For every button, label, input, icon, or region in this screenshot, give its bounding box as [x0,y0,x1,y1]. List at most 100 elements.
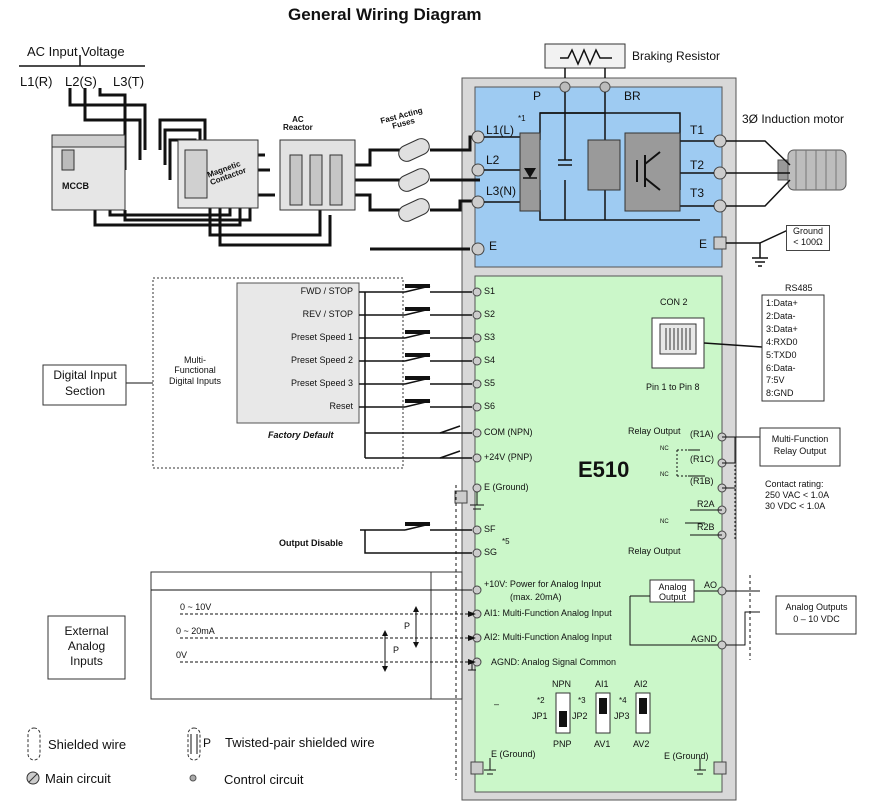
di-function-6: Reset [329,401,353,411]
braking-resistor-box [544,43,626,69]
v24-terminal-label: +24V (PNP) [484,452,533,462]
rs485-title: RS485 [785,283,813,293]
ao-terminal-label: AO [704,580,718,590]
range-0v: 0V [176,650,188,660]
reactor-label: AC Reactor [283,115,313,132]
r2b-label: R2B [697,522,715,532]
jumper-npn-label: NPN [552,679,572,689]
factory-default-label: Factory Default [268,430,334,440]
nc-label-2: NC [660,472,669,478]
inverter [624,132,681,212]
relay-output-top-label: Relay Output [628,426,681,436]
analog-outline [150,571,463,700]
ground-box: Ground < 100Ω [786,225,830,251]
r2a-label: R2A [697,499,715,509]
l3n-terminal-label: L3(N) [486,184,517,198]
jumper-av1-label: AV1 [594,739,611,749]
r1c-label: (R1C) [690,454,714,464]
l1l-terminal-label: L1(L) [486,123,515,137]
external-analog-box [47,615,126,680]
jp3-label: JP3 [614,711,630,721]
r1b-label: (R1B) [690,476,714,486]
t1-terminal-label: T1 [690,123,705,137]
jp2-label: JP2 [572,711,588,721]
br-terminal-label: BR [624,89,641,103]
rs485-pin-3: 3:Data+ [766,324,798,334]
digital-input-section-box [42,364,127,406]
e-ground-label: E (Ground) [484,482,529,492]
external-analog-label: External Analog Inputs [64,624,109,668]
range-0-10v: 0 ~ 10V [180,602,212,612]
rs485-pin-8: 8:GND [766,388,794,398]
control-terminals [472,287,727,667]
r1a-label: (R1A) [690,429,714,439]
braking-resistor-label: Braking Resistor [632,49,721,63]
legend-shielded-label: Shielded wire [48,737,127,752]
note1-label: *1 [518,114,526,123]
jp1-label: JP1 [532,711,548,721]
nc-label-1: NC [660,446,669,452]
digital-input-dashed [152,277,404,469]
analog-outputs-label: Analog Outputs 0 – 10 VDC [785,602,848,624]
ai1-label: AI1: Multi-Function Analog Input [484,608,612,618]
motor-body [777,149,847,191]
rs485-pin-6: 6:Data- [766,363,796,373]
output-disable-label: Output Disable [279,538,344,548]
di-terminal-s2: S2 [484,309,496,319]
range-0-20ma: 0 ~ 20mA [176,626,215,636]
bottom-e-ground-left: E (Ground) [491,749,536,759]
rs485-pin-7: 7:5V [766,375,785,385]
nc-label-3: NC [660,519,669,525]
fuses [398,138,430,222]
diagram-title: General Wiring Diagram [288,5,482,24]
l2-label: L2(S) [65,74,97,89]
jumper-ai1-label: AI1 [595,679,609,689]
l3-label: L3(T) [113,74,145,89]
sf-terminal-label: SF [484,524,496,534]
legend-control-label: Control circuit [224,772,304,787]
jumper-pnp-label: PNP [553,739,572,749]
di-function-4: Preset Speed 2 [290,355,353,365]
legend-twisted-label: Twisted-pair shielded wire [225,735,375,750]
legend-twisted-symbol [187,727,201,761]
jumper-av2-label: AV2 [633,739,650,749]
ai2-label: AI2: Multi-Function Analog Input [484,632,612,642]
digital-switches [359,285,472,459]
di-terminal-s4: S4 [484,355,496,365]
factory-default-box [236,282,360,424]
relay-output-bottom-label: Relay Output [628,546,681,556]
brake-chopper [587,139,621,191]
drive-model-label: E510 [578,457,630,482]
motor-label: 3Ø Induction motor [742,112,845,126]
agnd-out-terminal-label: AGND [691,634,718,644]
rs485-pin-5: 5:TXD0 [766,350,797,360]
di-function-5: Preset Speed 3 [290,378,353,388]
t2-terminal-label: T2 [690,158,705,172]
jumper-ai2-label: AI2 [634,679,648,689]
e-right-terminal-label: E [699,237,708,251]
note4-label: *4 [619,696,627,705]
legend-twisted-p: P [203,736,212,750]
di-terminal-s5: S5 [484,378,496,388]
v10-label: +10V: Power for Analog Input [484,579,601,589]
di-function-3: Preset Speed 1 [290,332,353,342]
di-function-1: FWD / STOP [300,286,353,296]
ground-terminal [454,490,468,504]
jumper-dash: – [494,699,500,709]
analog-output-label: Analog Output [658,582,687,603]
legend-main-label: Main circuit [45,771,111,786]
switch-buttons [405,284,430,403]
sg-terminal-label: SG [484,547,498,557]
con2-label: CON 2 [660,297,688,307]
agnd-label: AGND: Analog Signal Common [491,657,617,667]
relay-output-box [759,427,841,467]
t3-terminal-label: T3 [690,186,705,200]
rj45-pins-label: Pin 1 to Pin 8 [646,382,700,392]
p-terminal-label: P [533,89,542,103]
di-terminal-s3: S3 [484,332,496,342]
note2-label: *2 [537,696,545,705]
multi-function-relay-label: Multi-Function Relay Output [771,434,829,456]
mccb-body [51,134,126,211]
reactor-body [279,139,356,211]
